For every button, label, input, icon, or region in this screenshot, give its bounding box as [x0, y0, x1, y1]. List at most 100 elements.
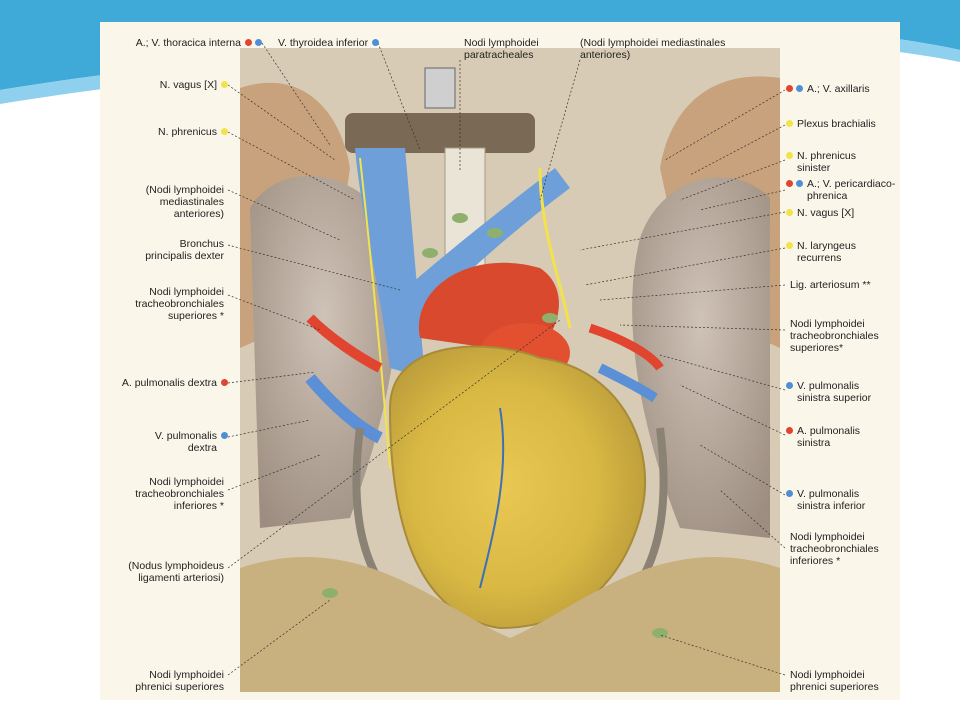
lymph-node-2	[487, 228, 503, 238]
left-pulmonary-vein	[597, 363, 658, 403]
color-dot-blue	[221, 432, 228, 439]
label-right-1-dots	[786, 118, 793, 127]
label-right-2-dots	[786, 150, 793, 159]
label-right-9-dots	[786, 425, 793, 434]
left-pulmonary-artery	[588, 323, 664, 371]
label-left-0-dots	[245, 37, 262, 46]
label-left-6-text: A. pulmonalis dextra	[121, 377, 217, 389]
label-left-2-dots	[221, 126, 228, 135]
label-top-0-text: V. thyroidea inferior	[278, 37, 369, 49]
color-dot-blue	[255, 39, 262, 46]
label-right-0-dots	[786, 83, 803, 92]
color-dot-red	[786, 85, 793, 92]
label-right-4-text: N. vagus [X]	[797, 207, 855, 219]
label-right-9: A. pulmonalis sinistra	[786, 425, 898, 449]
label-left-1-text: N. vagus [X]	[159, 79, 217, 91]
label-right-6: Lig. arteriosum **	[786, 279, 898, 291]
label-left-10-text: Nodi lymphoidei phrenici superiores	[135, 669, 224, 693]
label-right-10-text: V. pulmonalis sinistra inferior	[797, 488, 866, 512]
color-dot-yellow	[786, 242, 793, 249]
label-right-0-text: A.; V. axillaris	[807, 83, 870, 95]
label-right-7: Nodi lymphoidei tracheobronchiales super…	[786, 318, 898, 354]
label-right-1-text: Plexus brachialis	[797, 118, 876, 130]
label-top-1-text: Nodi lymphoidei paratracheales	[464, 37, 539, 61]
label-right-1: Plexus brachialis	[786, 118, 898, 130]
color-dot-blue	[786, 490, 793, 497]
label-left-0-text: A.; V. thoracica interna	[135, 37, 241, 49]
label-right-4-dots	[786, 207, 793, 216]
label-right-2-text: N. phrenicus sinister	[797, 150, 856, 174]
label-right-3-dots	[786, 178, 803, 187]
label-left-1-dots	[221, 79, 228, 88]
color-dot-red	[786, 180, 793, 187]
color-dot-yellow	[221, 128, 228, 135]
label-right-8-dots	[786, 380, 793, 389]
color-dot-yellow	[221, 81, 228, 88]
label-right-5-dots	[786, 240, 793, 249]
color-dot-blue	[796, 85, 803, 92]
label-right-12: Nodi lymphoidei phrenici superiores	[786, 669, 898, 693]
label-left-7: V. pulmonalis dextra	[110, 430, 228, 454]
label-top-0: V. thyroidea inferior	[278, 37, 408, 49]
label-right-10-dots	[786, 488, 793, 497]
label-left-5: Nodi lymphoidei tracheobronchiales super…	[110, 286, 228, 322]
label-left-8-text: Nodi lymphoidei tracheobronchiales infer…	[135, 476, 224, 512]
label-right-10: V. pulmonalis sinistra inferior	[786, 488, 898, 512]
label-right-9-text: A. pulmonalis sinistra	[797, 425, 861, 449]
label-left-4: Bronchus principalis dexter	[110, 238, 228, 262]
label-right-5: N. laryngeus recurrens	[786, 240, 898, 264]
label-right-11-text: Nodi lymphoidei tracheobronchiales infer…	[790, 531, 879, 567]
label-left-3: (Nodi lymphoidei mediastinales anteriore…	[110, 184, 228, 220]
lymph-node-5	[322, 588, 338, 598]
label-right-8: V. pulmonalis sinistra superior	[786, 380, 898, 404]
color-dot-blue	[786, 382, 793, 389]
label-left-2-text: N. phrenicus	[158, 126, 217, 138]
left-brachiocephalic-vein	[395, 168, 570, 323]
label-left-3-text: (Nodi lymphoidei mediastinales anteriore…	[145, 184, 224, 220]
sternal-clamp	[424, 67, 456, 109]
lymph-node-3	[422, 248, 438, 258]
color-dot-blue	[372, 39, 380, 46]
label-left-6-dots	[221, 377, 228, 386]
color-dot-red	[786, 427, 793, 434]
color-dot-red	[245, 39, 252, 46]
label-left-8: Nodi lymphoidei tracheobronchiales infer…	[110, 476, 228, 512]
diaphragm	[240, 557, 780, 692]
color-dot-blue	[796, 180, 803, 187]
label-right-3: A.; V. pericardiaco- phrenica	[786, 178, 898, 202]
label-right-0: A.; V. axillaris	[786, 83, 898, 95]
label-left-1: N. vagus [X]	[110, 79, 228, 91]
color-dot-yellow	[786, 152, 793, 159]
label-left-9: (Nodus lymphoideus ligamenti arteriosi)	[110, 560, 228, 584]
label-left-0: A.; V. thoracica interna	[110, 37, 262, 49]
color-dot-yellow	[786, 120, 793, 127]
lymph-node-1	[452, 213, 468, 223]
thorax-illustration	[240, 48, 780, 692]
label-right-8-text: V. pulmonalis sinistra superior	[797, 380, 872, 404]
lymph-node-4	[542, 313, 558, 323]
label-top-2: (Nodi lymphoidei mediastinales anteriore…	[580, 37, 750, 61]
color-dot-yellow	[786, 209, 793, 216]
label-right-4: N. vagus [X]	[786, 207, 898, 219]
color-dot-red	[221, 379, 228, 386]
label-right-12-text: Nodi lymphoidei phrenici superiores	[790, 669, 879, 693]
label-top-0-dots	[372, 37, 380, 46]
label-left-10: Nodi lymphoidei phrenici superiores	[110, 669, 228, 693]
label-left-4-text: Bronchus principalis dexter	[145, 238, 224, 262]
label-right-2: N. phrenicus sinister	[786, 150, 898, 174]
label-left-5-text: Nodi lymphoidei tracheobronchiales super…	[135, 286, 224, 322]
sternum-cut	[345, 113, 535, 153]
label-top-2-text: (Nodi lymphoidei mediastinales anteriore…	[580, 37, 726, 61]
label-left-2: N. phrenicus	[110, 126, 228, 138]
label-left-6: A. pulmonalis dextra	[110, 377, 228, 389]
label-left-7-text: V. pulmonalis dextra	[154, 430, 217, 454]
label-top-1: Nodi lymphoidei paratracheales	[464, 37, 574, 61]
label-right-11: Nodi lymphoidei tracheobronchiales infer…	[786, 531, 898, 567]
label-left-7-dots	[221, 430, 228, 439]
label-left-9-text: (Nodus lymphoideus ligamenti arteriosi)	[128, 560, 224, 584]
label-right-5-text: N. laryngeus recurrens	[797, 240, 856, 264]
label-right-6-text: Lig. arteriosum **	[790, 279, 871, 291]
lymph-node-6	[652, 628, 668, 638]
label-right-3-text: A.; V. pericardiaco- phrenica	[807, 178, 896, 202]
label-right-7-text: Nodi lymphoidei tracheobronchiales super…	[790, 318, 879, 354]
